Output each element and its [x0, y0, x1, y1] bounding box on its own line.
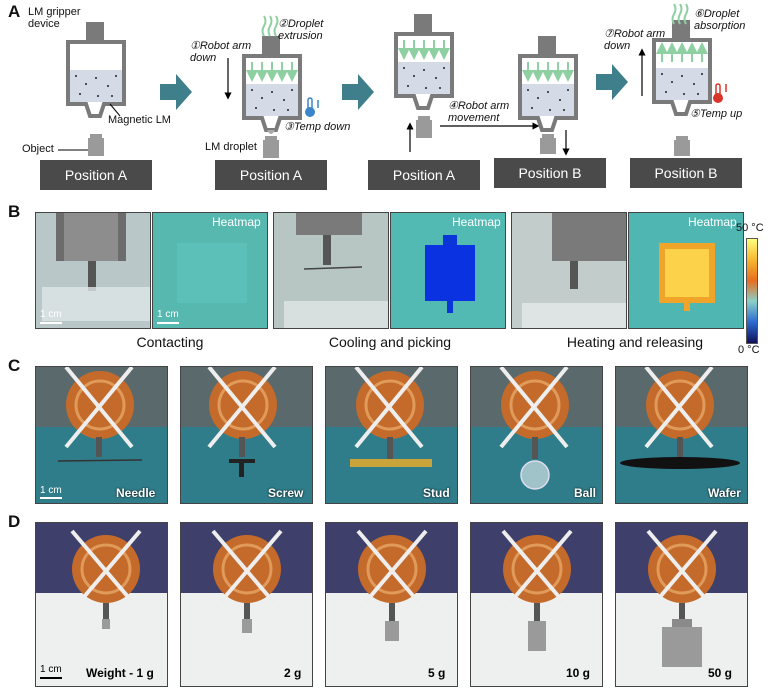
label-step6: ⑥Droplet absorption: [694, 8, 746, 32]
temperature-colorbar: [746, 238, 758, 344]
scale-bar-c: [40, 497, 62, 499]
photo-weight-5g: [325, 522, 458, 687]
heatmap-heating: [628, 212, 744, 329]
label-step5: ⑤Temp up: [690, 108, 743, 120]
colorbar-min-label: 0 °C: [738, 344, 760, 356]
gripper-device-5: [652, 3, 727, 156]
label-step2: ②Droplet extrusion: [278, 18, 324, 42]
photo-heating: [511, 212, 627, 329]
tag-screw: Screw: [268, 486, 304, 500]
scale-label-c: 1 cm: [40, 485, 62, 496]
tag-weight-1g: Weight - 1 g: [86, 666, 154, 680]
caption-heating: Heating and releasing: [566, 334, 704, 350]
panel-letter-b: B: [8, 202, 21, 221]
photo-weight-2g: [180, 522, 313, 687]
label-step3: ③Temp down: [284, 121, 351, 133]
panel-letter-c: C: [8, 356, 21, 375]
photo-weight-1g: [35, 522, 168, 687]
label-step7: ⑦Robot arm down: [604, 28, 666, 52]
tag-wafer: Wafer: [708, 486, 741, 500]
label-lm-droplet: LM droplet: [205, 141, 257, 153]
colorbar-max-label: 50 °C: [736, 222, 764, 234]
gripper-device-4: [518, 36, 578, 154]
object-2: [263, 136, 279, 158]
schematic-illustration: [58, 3, 727, 158]
tag-weight-2g: 2 g: [284, 666, 302, 680]
photo-cooling: [273, 212, 389, 329]
label-step4: ④Robot arm movement: [448, 100, 510, 124]
photo-weight-10g: [470, 522, 603, 687]
scale-bar-b1: [40, 322, 62, 324]
label-magnetic-lm: Magnetic LM: [108, 114, 171, 126]
position-box-3: Position A: [368, 160, 480, 190]
tag-stud: Stud: [423, 486, 450, 500]
label-step1: ①Robot arm down: [190, 40, 252, 64]
gripper-device-3: [394, 14, 454, 138]
photo-needle: [35, 366, 168, 504]
photo-screw: [180, 366, 313, 504]
scale-label-d: 1 cm: [40, 664, 62, 675]
photo-weight-50g: [615, 522, 748, 687]
scale-bar-d: [40, 677, 62, 679]
heatmap-label-b1: Heatmap: [212, 215, 261, 229]
label-object: Object: [22, 143, 54, 155]
scale-bar-b2: [157, 322, 179, 324]
heatmap-cooling: [390, 212, 506, 329]
caption-cooling: Cooling and picking: [328, 334, 452, 350]
caption-contacting: Contacting: [136, 334, 204, 350]
photo-stud: [325, 366, 458, 504]
tag-needle: Needle: [116, 486, 156, 500]
heatmap-contacting: [152, 212, 268, 329]
photo-wafer: [615, 366, 748, 504]
object-1: [88, 134, 104, 156]
heatmap-label-b3: Heatmap: [688, 215, 737, 229]
heatmap-label-b2: Heatmap: [452, 215, 501, 229]
gripper-device-2: [242, 15, 319, 134]
tag-weight-50g: 50 g: [708, 666, 733, 680]
tag-ball: Ball: [574, 486, 597, 500]
photo-ball: [470, 366, 603, 504]
panel-letter-a: A: [8, 2, 21, 21]
position-box-2: Position A: [215, 160, 327, 190]
panel-letter-d: D: [8, 512, 21, 531]
label-gripper-device: LM gripper device: [28, 6, 81, 30]
position-box-4: Position B: [494, 158, 606, 188]
photo-contacting: [35, 212, 151, 329]
position-box-5: Position B: [630, 158, 742, 188]
scale-label-b2: 1 cm: [157, 309, 179, 320]
tag-weight-10g: 10 g: [566, 666, 591, 680]
tag-weight-5g: 5 g: [428, 666, 446, 680]
gripper-device-1: [66, 22, 126, 118]
scale-label-b1: 1 cm: [40, 309, 62, 320]
position-box-1: Position A: [40, 160, 152, 190]
